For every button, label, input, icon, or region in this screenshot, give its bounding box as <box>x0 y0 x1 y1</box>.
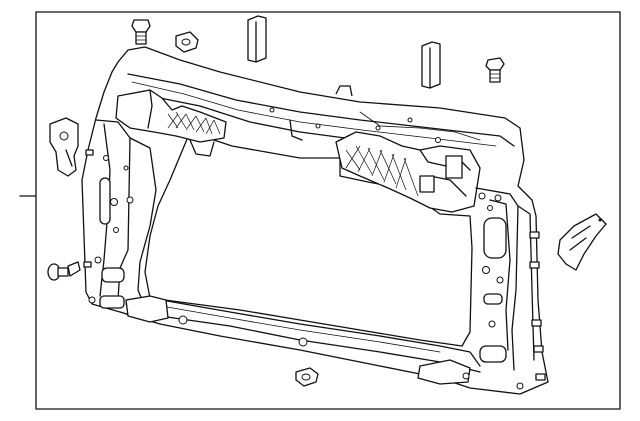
diagram-frame <box>19 11 621 410</box>
clip-nut-top[interactable] <box>175 31 199 53</box>
bolt-top-right[interactable] <box>485 57 505 83</box>
support-block-left[interactable] <box>247 15 267 63</box>
side-bracket-right[interactable] <box>557 213 607 271</box>
bolt-top-left[interactable] <box>131 19 151 45</box>
clip-nut-bottom[interactable] <box>295 367 319 387</box>
right-side-studs <box>83 149 546 381</box>
push-pin-screw[interactable] <box>47 261 81 281</box>
frame-holes <box>88 107 524 390</box>
radiator-support-frame[interactable] <box>81 46 549 395</box>
hood-latch-bracket[interactable] <box>49 117 79 177</box>
support-block-right[interactable] <box>421 41 441 89</box>
